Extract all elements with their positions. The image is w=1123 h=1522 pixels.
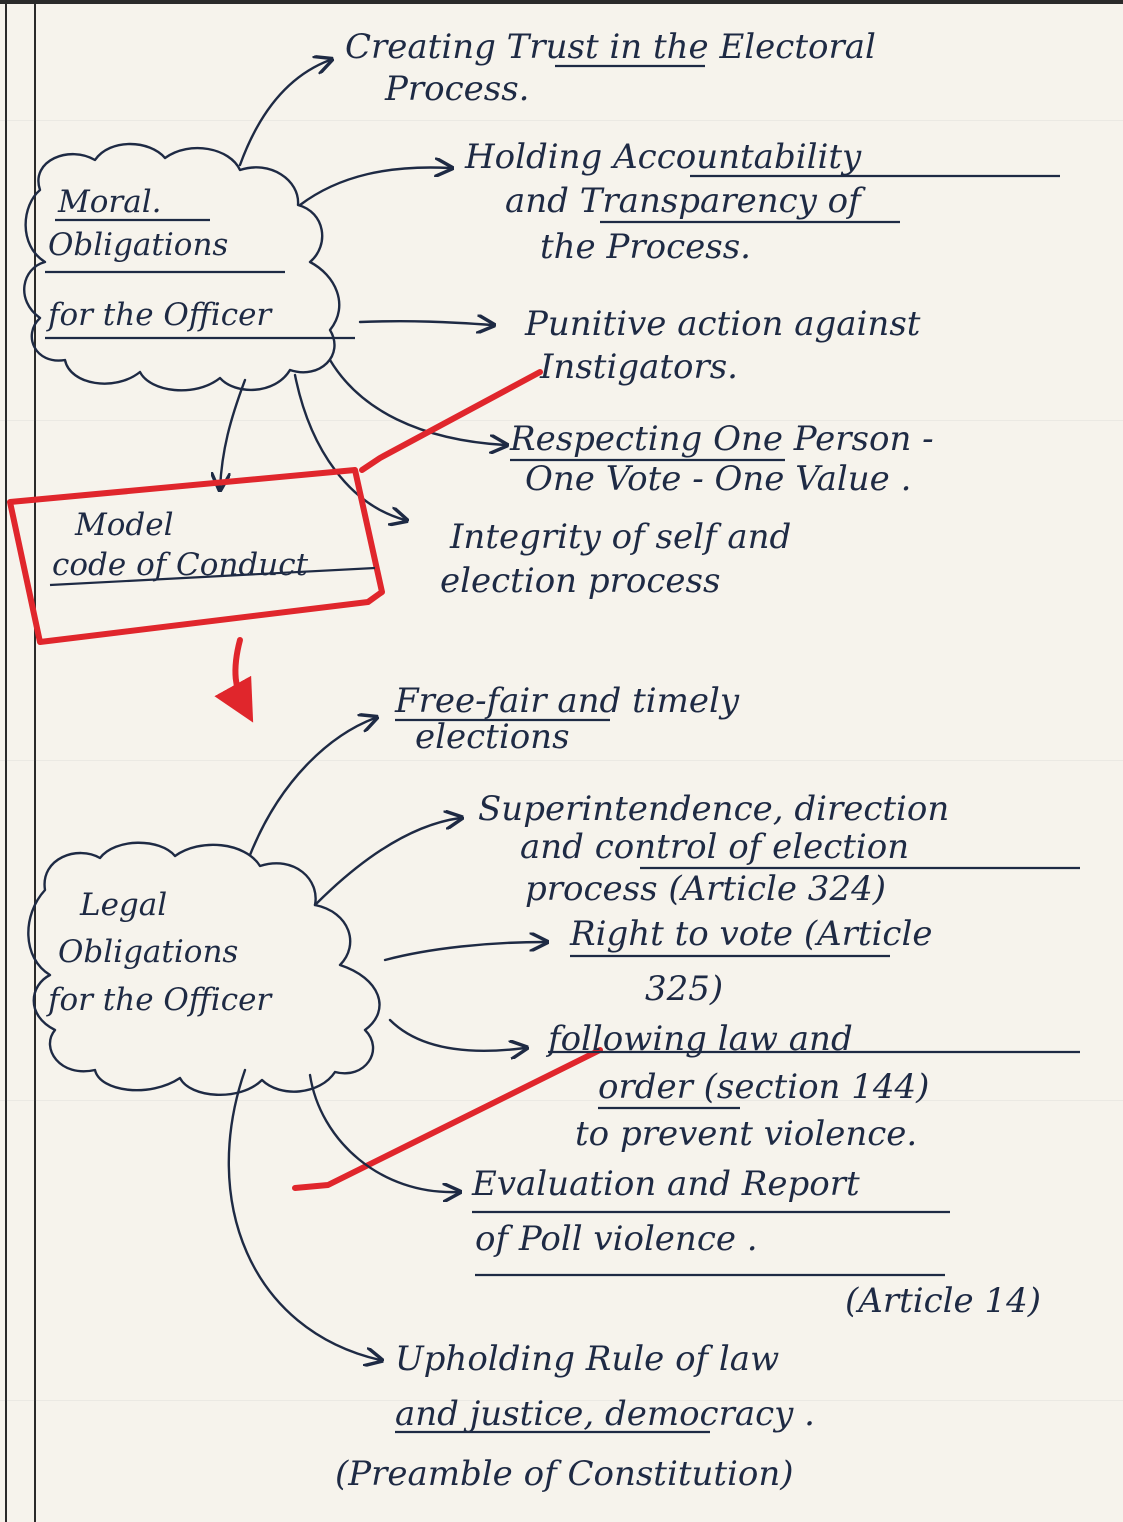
model-code-red-box [7,467,385,645]
moral-item-2-line-2: and Transparency of [505,181,866,221]
legal-item-6-line-1: Upholding Rule of law [395,1339,779,1379]
model-code-line-1: Model [74,507,174,543]
moral-item-4-line-2: One Vote - One Value . [525,459,911,499]
left-margin-line [5,0,7,1522]
moral-label-line-2: Obligations [48,227,228,263]
moral-item-2-line-3: the Process. [540,227,751,267]
moral-arrow-5 [293,373,405,520]
page-top-border [0,0,1123,4]
legal-item-5-line-3: (Article 14) [845,1281,1041,1321]
underline [49,566,376,587]
legal-item-4-line-3: to prevent violence. [575,1114,917,1154]
legal-item-6-line-3: (Preamble of Constitution) [335,1454,794,1494]
moral-item-3-line-1: Punitive action against [524,304,921,344]
legal-item-3-line-2: 325) [645,969,723,1009]
legal-cloud-shape [27,841,381,1097]
legal-arrow-5 [308,1073,458,1192]
moral-item-1-line-2: Process. [384,69,529,109]
moral-label-line-3: for the Officer [46,297,273,333]
legal-label-line-3: for the Officer [46,982,273,1018]
moral-item-4-line-1: Respecting One Person - [509,419,934,459]
moral-label-line-1: Moral. [57,184,161,220]
moral-arrow-1 [238,60,330,167]
moral-item-2-line-1: Holding Accountability [464,137,862,177]
ruled-line [0,1100,1123,1101]
legal-item-2-line-2: and control of election [520,827,909,867]
moral-item-1-line-1: Creating Trust in the Electoral [345,27,876,67]
legal-arrow-3 [383,942,545,962]
legal-label-line-1: Legal [79,887,167,923]
legal-item-1-line-2: elections [415,717,570,757]
moral-item-5-line-2: election process [440,561,720,601]
legal-item-2-line-1: Superintendence, direction [478,789,949,829]
moral-arrow-2 [298,167,450,207]
legal-item-3-line-1: Right to vote (Article [569,914,932,954]
legal-item-6-line-2: and justice, democracy . [395,1394,815,1434]
red-check-mark-lower [292,1047,603,1191]
ruled-line [0,760,1123,761]
legal-item-5-line-1: Evaluation and Report [471,1164,860,1204]
legal-arrow-4 [388,1018,525,1051]
legal-arrow-6 [227,1068,380,1360]
moral-arrow-4 [328,358,505,445]
legal-item-2-line-3: process (Article 324) [525,869,886,909]
legal-item-4-line-2: order (section 144) [598,1067,929,1107]
moral-arrow-3 [358,321,492,325]
legal-arrow-2 [313,818,460,907]
moral-item-5-line-1: Integrity of self and [449,517,791,557]
ruled-line [0,1400,1123,1401]
moral-cloud-shape [23,142,341,392]
legal-item-1-line-1: Free-fair and timely [394,681,740,721]
model-code-line-2: code of Conduct [52,547,309,583]
legal-arrow-1 [248,718,375,857]
legal-label-line-2: Obligations [58,934,238,970]
moral-item-3-line-2: Instigators. [539,347,738,387]
ruled-line [0,420,1123,421]
red-check-mark-upper [359,369,543,473]
moral-to-model-arrow [220,378,247,488]
red-arrow-down [214,637,254,723]
legal-item-5-line-2: of Poll violence . [475,1219,758,1259]
ruled-line [0,120,1123,121]
left-margin-line-inner [34,0,36,1522]
